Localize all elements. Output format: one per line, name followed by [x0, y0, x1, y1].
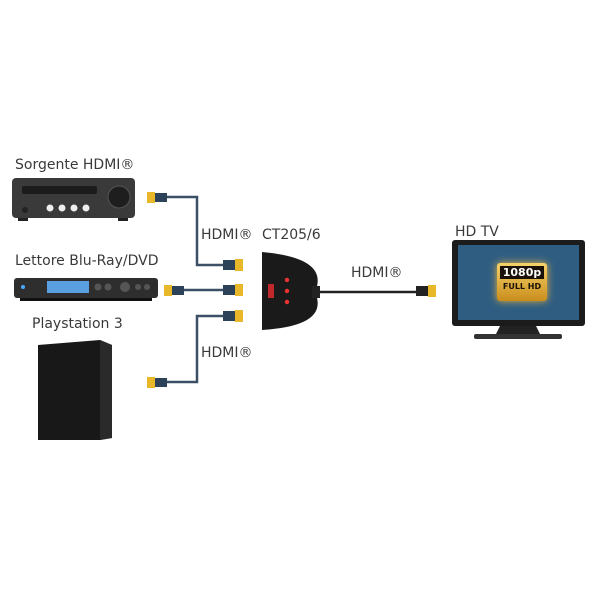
input-cables — [165, 195, 225, 384]
cable-ps3 — [165, 314, 225, 384]
badge-full-hd: FULL HD — [502, 282, 542, 291]
label-hd-tv: HD TV — [455, 224, 499, 240]
label-hdmi-cable-top: HDMI® — [201, 227, 253, 243]
label-switch-model: CT205/6 — [262, 227, 321, 243]
bluray-player-device — [14, 278, 158, 301]
cable-source — [165, 195, 225, 267]
full-hd-badge: 1080p FULL HD — [497, 263, 547, 301]
hdmi-switch-ct205-6 — [262, 252, 320, 330]
label-playstation-3: Playstation 3 — [32, 316, 123, 332]
playstation-3-device — [38, 340, 112, 440]
label-hdmi-cable-output: HDMI® — [351, 265, 403, 281]
hdmi-connectors — [147, 192, 436, 388]
badge-resolution: 1080p — [500, 266, 544, 279]
label-hdmi-source: Sorgente HDMI® — [15, 157, 135, 173]
hdmi-source-device — [12, 178, 135, 221]
label-hdmi-cable-bottom: HDMI® — [201, 345, 253, 361]
label-bluray-player: Lettore Blu-Ray/DVD — [15, 253, 159, 269]
